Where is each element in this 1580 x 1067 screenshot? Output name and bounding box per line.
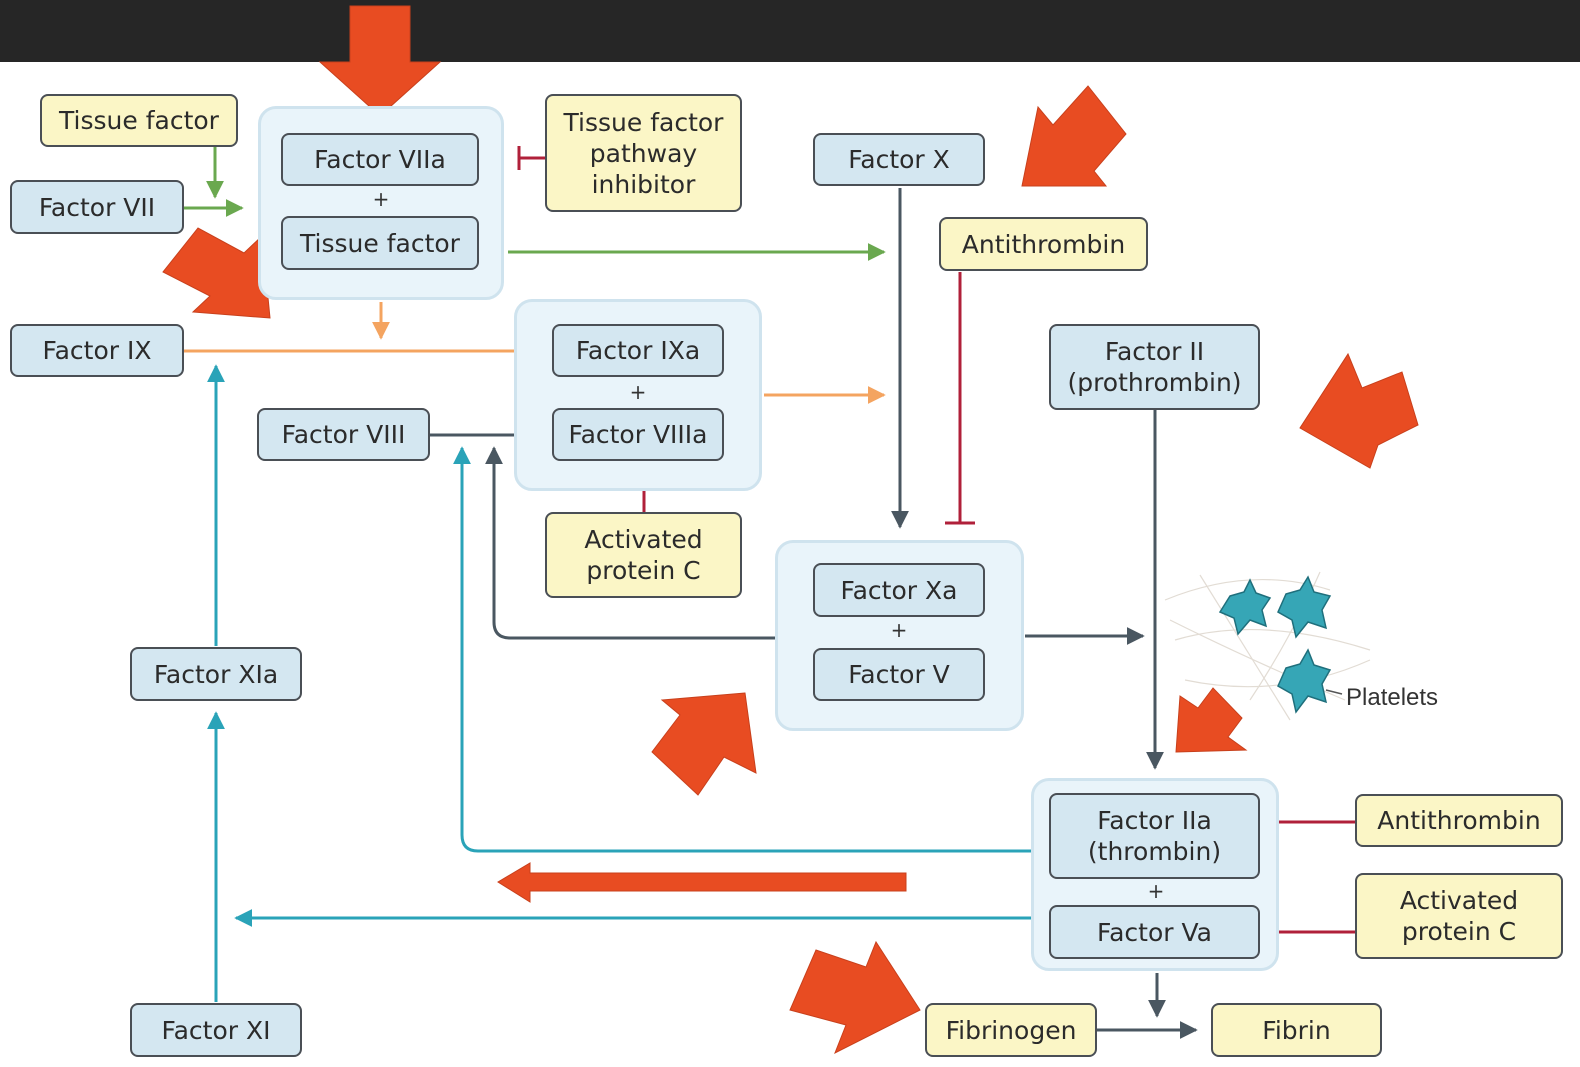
highlight-arrow-icon: [789, 940, 921, 1055]
highlight-arrow-icon: [497, 862, 907, 903]
top-bar: [0, 0, 1580, 62]
factor-xi-box: Factor XI: [130, 1003, 302, 1057]
factor-viii-box: Factor VIII: [257, 408, 430, 461]
inhibition-lines: [517, 146, 1355, 945]
factor-iia-box: Factor IIa (thrombin): [1049, 793, 1260, 879]
green-arrows: [184, 147, 886, 261]
factor-v-box: Factor V: [813, 648, 985, 701]
tfpi-box: Tissue factor pathway inhibitor: [545, 94, 742, 212]
fibrinogen-box: Fibrinogen: [925, 1003, 1097, 1057]
orange-arrows: [184, 302, 886, 404]
plus-sign: +: [890, 618, 908, 642]
plus-sign: +: [372, 187, 390, 211]
factor-xia-box: Factor XIa: [130, 647, 302, 701]
highlight-arrow-icon: [1175, 687, 1248, 753]
plus-sign: +: [1147, 879, 1165, 903]
factor-ix-box: Factor IX: [10, 324, 184, 377]
fibrin-box: Fibrin: [1211, 1003, 1382, 1057]
factor-viia-box: Factor VIIa: [281, 133, 479, 186]
highlight-arrow-icon: [1021, 85, 1127, 187]
plus-sign: +: [629, 380, 647, 404]
tissue-factor-complex-box: Tissue factor: [281, 216, 479, 270]
highlight-arrow-icon: [651, 692, 757, 796]
tissue-factor-box: Tissue factor: [40, 94, 238, 147]
highlight-arrow-icon: [162, 227, 271, 319]
factor-ixa-box: Factor IXa: [552, 324, 724, 377]
factor-viiia-box: Factor VIIIa: [552, 408, 724, 461]
highlight-arrow-icon: [1299, 352, 1419, 469]
activated-protein-c-right-box: Activated protein C: [1355, 873, 1563, 959]
factor-ii-box: Factor II (prothrombin): [1049, 324, 1260, 410]
factor-xa-box: Factor Xa: [813, 563, 985, 617]
activated-protein-c-mid-box: Activated protein C: [545, 512, 742, 598]
highlight-arrow-icon: [318, 5, 442, 117]
platelets-label: Platelets: [1346, 684, 1438, 711]
factor-x-box: Factor X: [813, 133, 985, 186]
antithrombin-top-box: Antithrombin: [939, 217, 1148, 271]
highlight-arrows: [162, 5, 1419, 1055]
platelet-cluster-icon: [1164, 571, 1371, 721]
dark-arrows: [430, 188, 1198, 1039]
teal-arrows: [207, 364, 1033, 1002]
factor-vii-box: Factor VII: [10, 180, 184, 234]
factor-va-box: Factor Va: [1049, 905, 1260, 959]
antithrombin-right-box: Antithrombin: [1355, 794, 1563, 847]
